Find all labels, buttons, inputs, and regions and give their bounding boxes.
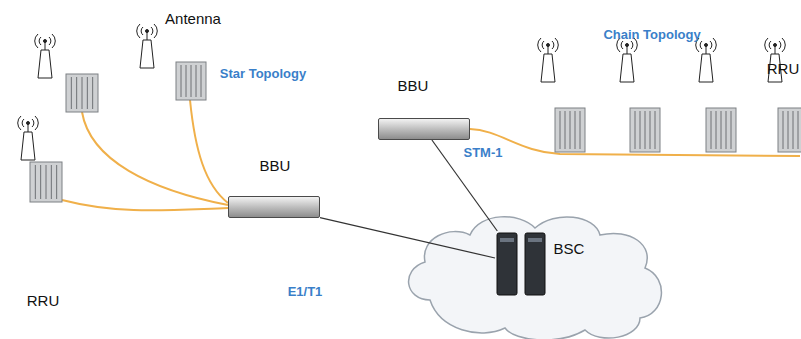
topology-label: Star Topology [220,66,306,81]
bbu-unit: BBU [378,118,470,140]
bbu-unit: BBU [228,196,320,218]
rru-unit [630,108,660,152]
antenna-symbol [35,34,56,78]
antenna-symbol [538,38,559,82]
part-label: RRU [27,292,60,309]
bsc-node: BSC [495,231,547,297]
part-label: Antenna [165,10,221,27]
node-label: BSC [554,240,585,257]
rru-unit [176,62,206,100]
antenna-symbol [696,38,717,82]
bsc-cabinets [497,233,545,295]
antenna-symbol [18,116,39,160]
rru-unit [66,74,98,112]
node-label: BBU [398,77,429,94]
part-label: RRU [767,60,800,77]
link-line [320,218,495,258]
rru-and-antennas [18,24,801,202]
antenna-symbol [137,24,158,68]
rru-unit [555,108,585,152]
antenna-symbol [617,38,638,82]
rru-unit [706,108,736,152]
fiber-cables [62,100,800,210]
topology-label: Chain Topology [603,27,700,42]
rru-unit [30,162,62,202]
network-cloud [409,217,662,339]
link-label: STM-1 [462,145,505,160]
link-label: E1/T1 [286,284,325,299]
rru-unit [778,108,801,152]
node-label: BBU [260,157,291,174]
